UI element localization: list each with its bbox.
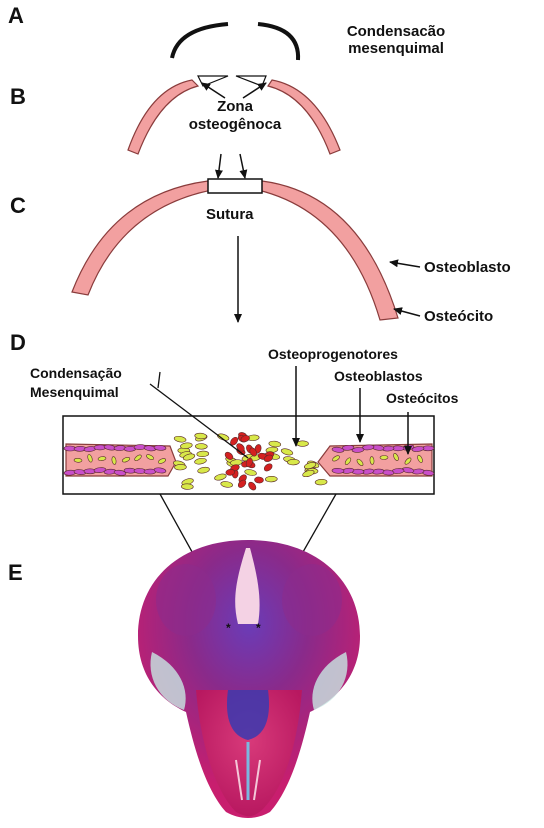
label-condensacao-d-line2: Mesenquimal	[30, 383, 122, 402]
label-zona-line2: osteogênoca	[180, 116, 290, 134]
osteoprogenitor-cell	[265, 476, 277, 482]
osteoprogenitor-cell	[181, 484, 193, 490]
label-condensacao-line2: mesenquimal	[336, 40, 456, 57]
label-condensacao-line1: Condensacão	[336, 23, 456, 40]
bone-arch-right	[258, 181, 398, 320]
svg-text:*: *	[256, 621, 261, 635]
skull-highlight-left	[156, 564, 216, 636]
label-osteocito: Osteócito	[424, 308, 493, 325]
osteoprogenitor-cell	[197, 451, 209, 457]
label-osteoblastos: Osteoblastos	[334, 368, 423, 384]
osteogenic-triangle-right	[236, 76, 266, 86]
osteoprogenitor-cell	[315, 479, 327, 485]
panel-label-a: A	[8, 3, 24, 29]
label-condensacao-d-line1: Condensação	[30, 364, 122, 383]
label-sutura: Sutura	[206, 206, 254, 223]
osteocyte-cell	[74, 458, 82, 463]
label-osteocitos: Osteócitos	[386, 390, 458, 406]
skull-highlight-right	[282, 564, 342, 636]
svg-text:*: *	[226, 621, 231, 635]
label-zona-line1: Zona	[180, 98, 290, 116]
osteocyte-cell	[380, 455, 388, 459]
panel-label-d: D	[10, 330, 26, 356]
panel-label-b: B	[10, 84, 26, 110]
condensation-arc-right	[258, 24, 298, 60]
bone-arch-left	[72, 181, 212, 295]
panel-e-skull: * *	[138, 540, 360, 818]
osteoblast-cell	[332, 468, 344, 474]
osteoprogenitor-cell	[174, 464, 186, 470]
label-osteoprogenotores: Osteoprogenotores	[268, 346, 398, 362]
mesenchymal-cell	[254, 477, 263, 484]
label-condensacao-mesenquimal-d: Condensação Mesenquimal	[30, 364, 122, 402]
panel-c-vault	[72, 154, 420, 322]
panel-label-c: C	[10, 193, 26, 219]
label-condensacao-mesenquimal: Condensacão mesenquimal	[336, 23, 456, 57]
osteoprogenitor-cell	[297, 441, 309, 447]
panel-a-condensation	[172, 24, 298, 60]
osteoprogenitor-cell	[287, 459, 299, 465]
label-osteoblasto: Osteoblasto	[424, 259, 511, 276]
suture-box	[208, 179, 262, 193]
osteogenic-triangle-left	[198, 76, 228, 86]
osteoprogenitor-cell	[195, 443, 207, 449]
panel-label-e: E	[8, 560, 23, 586]
condensation-arc-left	[172, 24, 228, 58]
label-zona-osteogenoca: Zona osteogênoca	[180, 98, 290, 134]
